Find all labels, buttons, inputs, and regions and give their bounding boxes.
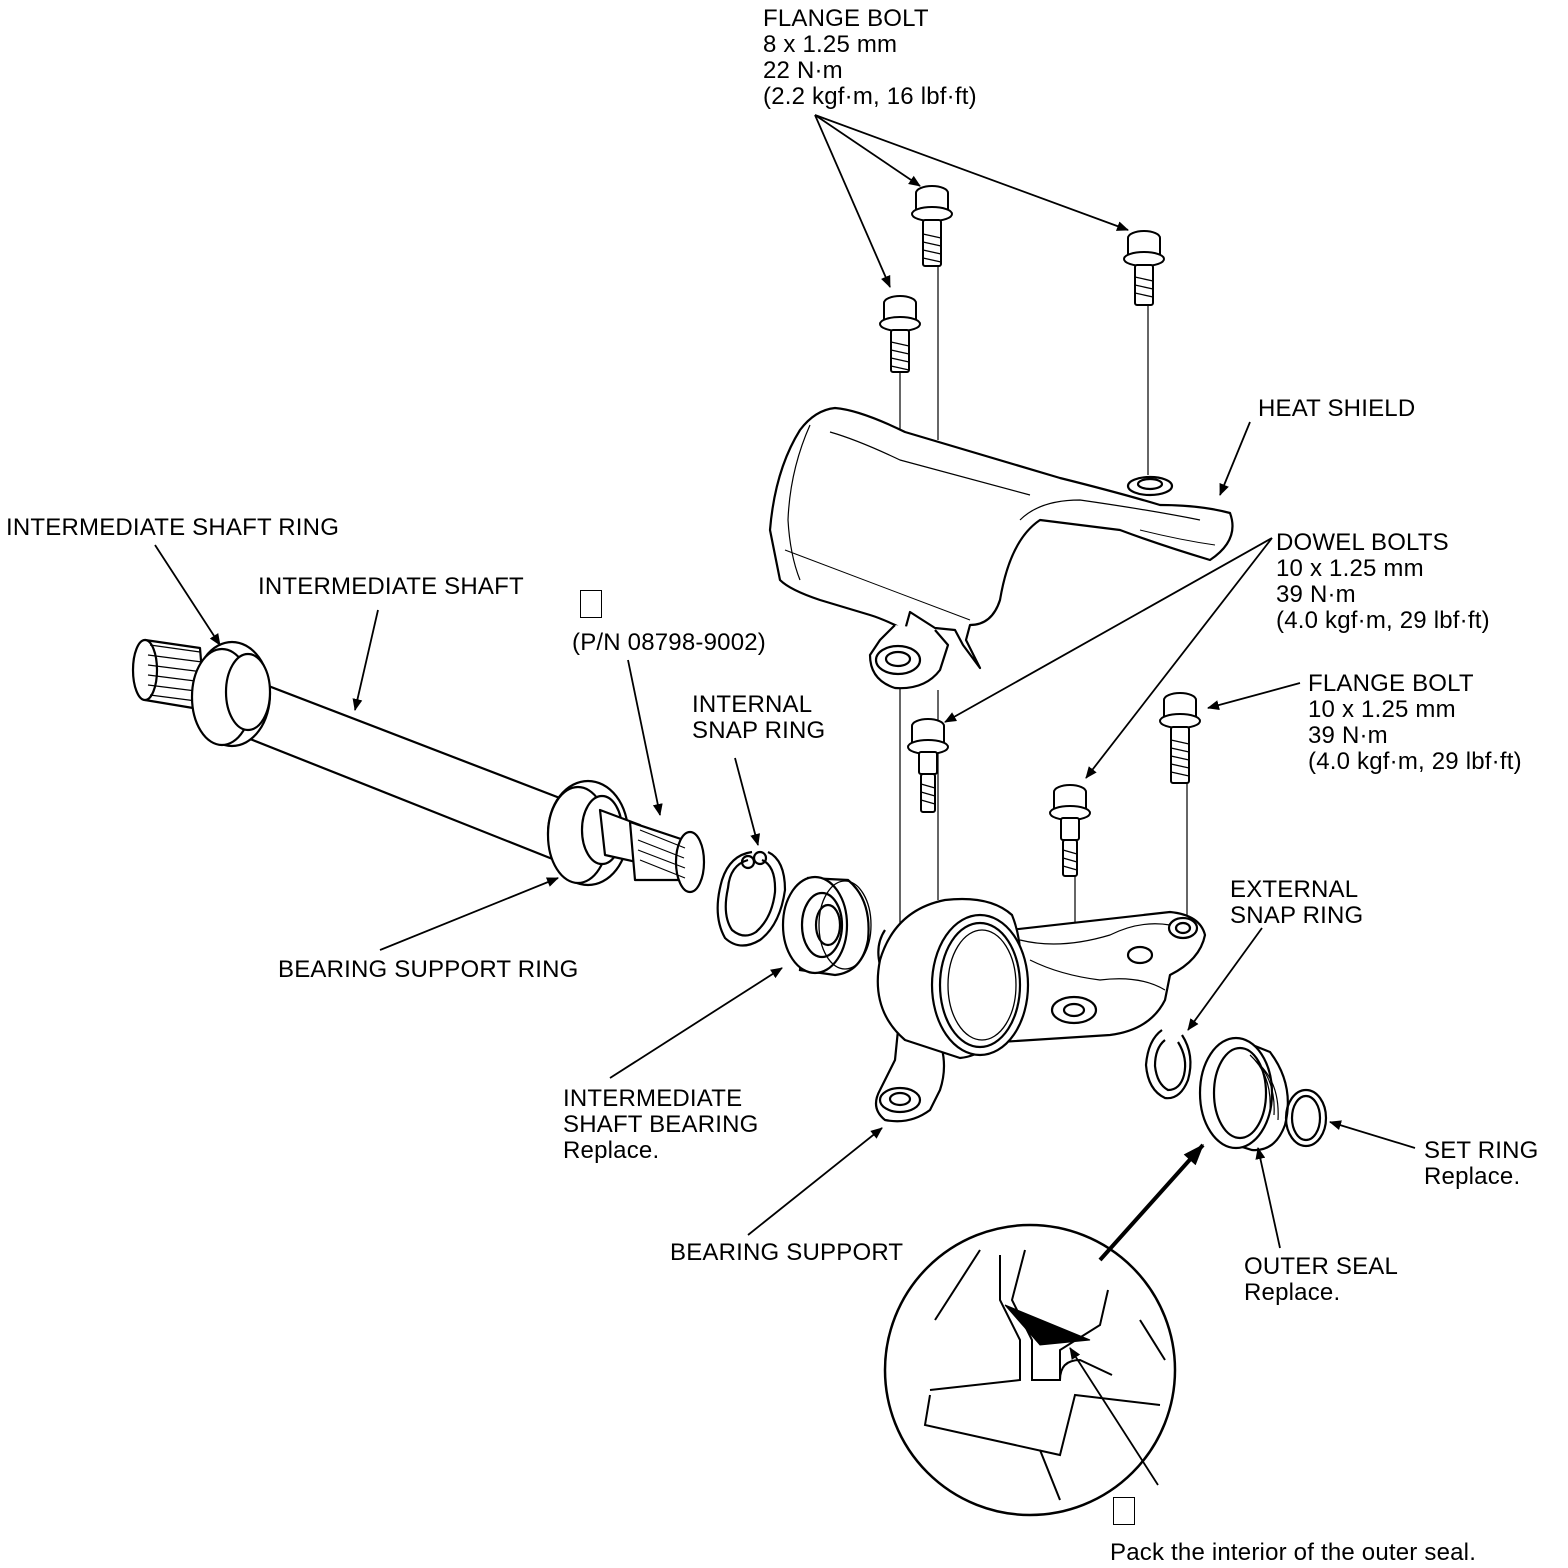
intermediate-shaft-bearing xyxy=(781,875,872,977)
flange-bolt-right-line3: 39 N·m xyxy=(1308,722,1388,749)
part-number-label: (P/N 08798-9002) xyxy=(572,629,766,656)
internal-snap-ring xyxy=(716,850,787,947)
leader-lines xyxy=(154,114,1416,1486)
tool-symbol-box xyxy=(580,590,602,618)
flange-bolt-top-line4: (2.2 kgf·m, 16 lbf·ft) xyxy=(763,83,977,110)
flange-bolt-top-left xyxy=(879,295,921,373)
intermediate-shaft-bearing-line2: SHAFT BEARING xyxy=(563,1111,759,1138)
external-snap-ring-line1: EXTERNAL xyxy=(1230,876,1359,903)
flange-bolt-top-line3: 22 N·m xyxy=(763,57,843,84)
flange-bolt-top-middle xyxy=(911,185,953,267)
intermediate-shaft-ring-label: INTERMEDIATE SHAFT RING xyxy=(6,514,340,541)
dowel-bolt-right xyxy=(1049,784,1091,877)
outer-seal xyxy=(1198,1036,1289,1152)
external-snap-ring xyxy=(1144,1029,1192,1100)
internal-snap-ring-label: INTERNAL SNAP RING xyxy=(692,692,825,744)
outer-seal-line2: Replace. xyxy=(1244,1279,1341,1306)
internal-snap-ring-line2: SNAP RING xyxy=(692,717,826,744)
external-snap-ring-line2: SNAP RING xyxy=(1230,902,1364,929)
bearing-support-label: BEARING SUPPORT xyxy=(670,1239,904,1266)
flange-bolt-top-line2: 8 x 1.25 mm xyxy=(763,31,898,58)
bearing-support-ring-label: BEARING SUPPORT RING xyxy=(278,956,579,983)
intermediate-shaft-bearing-line1: INTERMEDIATE xyxy=(563,1085,743,1112)
grease-symbol-box xyxy=(1113,1497,1135,1525)
flange-bolt-top-right xyxy=(1123,230,1165,306)
internal-snap-ring-line1: INTERNAL xyxy=(692,691,813,718)
flange-bolt-top-line1: FLANGE BOLT xyxy=(763,5,929,32)
outer-seal-label: OUTER SEAL Replace. xyxy=(1244,1254,1398,1306)
intermediate-shaft xyxy=(131,638,706,894)
pack-note-label: Pack the interior of the outer seal. xyxy=(1110,1539,1477,1566)
intermediate-shaft-bearing-label: INTERMEDIATE SHAFT BEARING Replace. xyxy=(563,1086,759,1164)
flange-bolt-right-line1: FLANGE BOLT xyxy=(1308,670,1474,697)
flange-bolt-top-label: FLANGE BOLT 8 x 1.25 mm 22 N·m (2.2 kgf·… xyxy=(763,6,977,110)
bearing-support xyxy=(874,897,1207,1123)
flange-bolt-right-line2: 10 x 1.25 mm xyxy=(1308,696,1456,723)
set-ring xyxy=(1284,1088,1328,1148)
detail-circle xyxy=(883,1223,1177,1517)
dowel-bolts-line3: 39 N·m xyxy=(1276,581,1356,608)
flange-bolt-right xyxy=(1159,692,1201,784)
flange-bolt-right-label: FLANGE BOLT 10 x 1.25 mm 39 N·m (4.0 kgf… xyxy=(1308,671,1522,775)
set-ring-label: SET RING Replace. xyxy=(1424,1138,1539,1190)
heat-shield-label: HEAT SHIELD xyxy=(1258,395,1416,422)
heat-shield xyxy=(768,406,1234,690)
external-snap-ring-label: EXTERNAL SNAP RING xyxy=(1230,877,1363,929)
detail-pointer-arrow xyxy=(1098,1143,1205,1262)
dowel-bolts-line4: (4.0 kgf·m, 29 lbf·ft) xyxy=(1276,607,1490,634)
intermediate-shaft-bearing-line3: Replace. xyxy=(563,1137,660,1164)
dowel-bolt-left xyxy=(907,718,949,813)
dowel-bolts-line2: 10 x 1.25 mm xyxy=(1276,555,1424,582)
dowel-bolts-label: DOWEL BOLTS 10 x 1.25 mm 39 N·m (4.0 kgf… xyxy=(1276,530,1490,634)
outer-seal-line1: OUTER SEAL xyxy=(1244,1253,1399,1280)
intermediate-shaft-label: INTERMEDIATE SHAFT xyxy=(258,573,524,600)
flange-bolt-right-line4: (4.0 kgf·m, 29 lbf·ft) xyxy=(1308,748,1522,775)
set-ring-line2: Replace. xyxy=(1424,1163,1521,1190)
dowel-bolts-line1: DOWEL BOLTS xyxy=(1276,529,1449,556)
set-ring-line1: SET RING xyxy=(1424,1137,1539,1164)
